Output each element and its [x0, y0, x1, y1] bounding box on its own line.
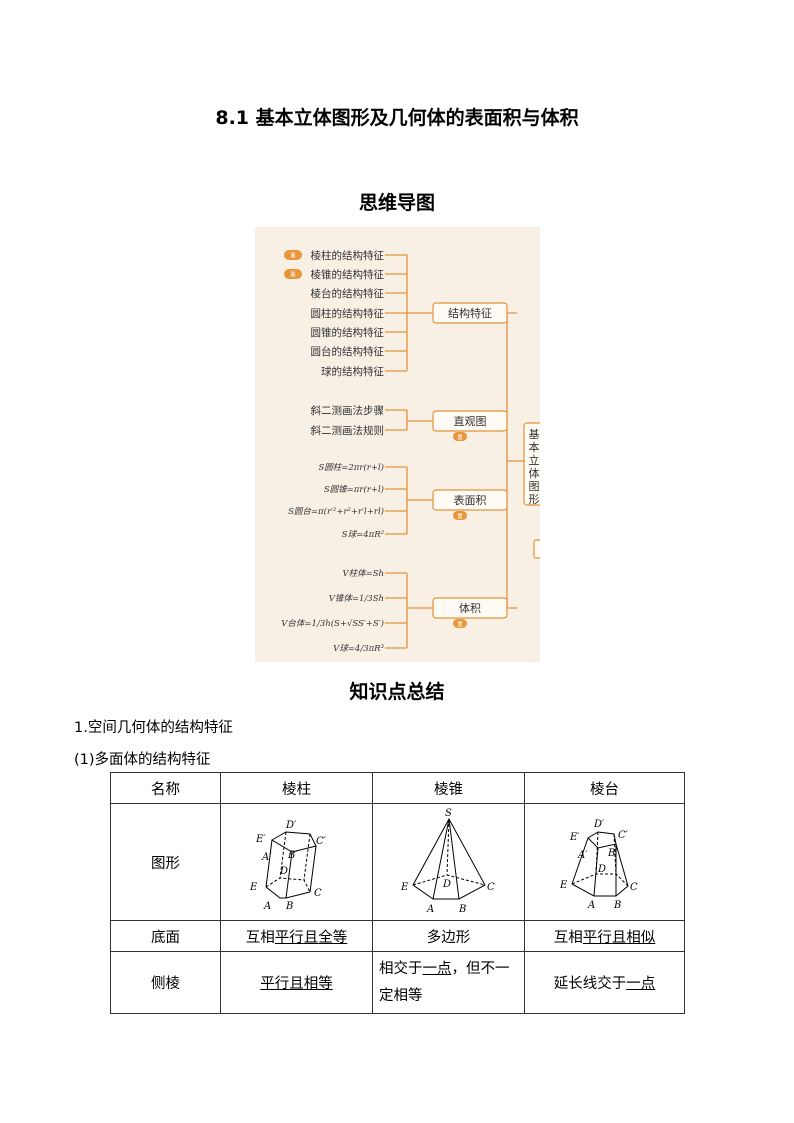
- vertex-label: B: [458, 904, 466, 915]
- polyhedron-table: 名称 棱柱 棱锥 棱台 图形 E′ D′ C′ A′: [110, 772, 685, 1014]
- frustum-figure: E′ D′ C′ A′ B′ D E C A B: [559, 819, 638, 911]
- vertex-label: D′: [285, 820, 297, 831]
- section-heading: 1.空间几何体的结构特征: [74, 720, 233, 736]
- mindmap-formula: S圆台=π(r′²+r²+r′l+rl): [288, 506, 384, 517]
- mindmap-leaf: 球的结构特征: [321, 365, 384, 378]
- prism-base-cell: 互相平行且全等: [220, 920, 373, 952]
- mindmap-heading: 思维导图: [358, 192, 435, 214]
- mindmap-leaf: 圆柱的结构特征: [311, 307, 385, 320]
- svg-text:图: 图: [529, 480, 540, 493]
- pyramid-figure-cell: S E D C A B: [372, 803, 525, 921]
- badge-text: 重: [457, 620, 463, 628]
- row-label: 底面: [110, 920, 221, 952]
- header-cell: 棱柱: [220, 772, 373, 804]
- vertex-label: D: [442, 879, 451, 890]
- knowledge-heading: 知识点总结: [349, 681, 445, 703]
- mindmap-formula: S圆柱=2πr(r+l): [318, 462, 384, 473]
- vertex-label: B′: [287, 850, 298, 861]
- prism-figure: E′ D′ C′ A′ B′ D E C A B: [249, 820, 327, 912]
- pyramid-figure: S E D C A B: [400, 808, 495, 915]
- badge-text: 重: [457, 433, 463, 441]
- mindmap-formula: S圆锥=πr(r+l): [324, 484, 384, 495]
- mindmap-leaf: 圆台的结构特征: [311, 345, 385, 358]
- mindmap-leaf: 圆锥的结构特征: [311, 326, 385, 339]
- mindmap-formula: V柱体=Sh: [342, 568, 384, 579]
- mindmap-leaf: 棱柱的结构特征: [311, 249, 385, 262]
- vertex-label: E: [400, 882, 409, 893]
- svg-text:体: 体: [529, 466, 540, 480]
- table-row-figure: 图形 E′ D′ C′ A′ B′ D E: [110, 803, 685, 921]
- vertex-label: A: [263, 901, 271, 912]
- mindmap-category: 体积: [459, 601, 481, 615]
- mindmap-diagram: 重 重 重 重 重 结构特征 直观图 表面积 体积 基本立 体图形 棱柱的结构特…: [255, 227, 540, 662]
- vertex-label: C′: [316, 836, 327, 847]
- vertex-label: D: [279, 866, 288, 877]
- table-row-base: 底面 互相平行且全等 多边形 互相平行且相似: [110, 920, 685, 952]
- vertex-label: A′: [261, 852, 272, 863]
- vertex-label: E′: [255, 834, 266, 845]
- badge-text: 重: [290, 271, 296, 279]
- vertex-label: A: [587, 900, 595, 911]
- badge-text: 重: [457, 512, 463, 520]
- pyramid-base-cell: 多边形: [372, 920, 525, 952]
- vertex-label: C: [487, 882, 495, 893]
- svg-text:基: 基: [529, 428, 540, 441]
- mindmap-leaf: 棱锥的结构特征: [311, 268, 385, 281]
- subsection-heading: (1)多面体的结构特征: [74, 752, 211, 768]
- frustum-figure-cell: E′ D′ C′ A′ B′ D E C A B: [524, 803, 685, 921]
- vertex-label: C′: [618, 830, 629, 841]
- header-cell: 名称: [110, 772, 221, 804]
- vertex-label: C: [314, 888, 322, 899]
- document-title: 8.1 基本立体图形及几何体的表面积与体积: [215, 107, 579, 129]
- header-cell: 棱锥: [372, 772, 525, 804]
- vertex-label: D: [597, 864, 606, 875]
- vertex-label: S: [445, 808, 452, 819]
- table-row-edge: 侧棱 平行且相等 相交于一点，但不一定相等 延长线交于一点: [110, 951, 685, 1014]
- frustum-edge-cell: 延长线交于一点: [524, 951, 685, 1014]
- mindmap-category: 表面积: [454, 493, 487, 507]
- row-label: 图形: [110, 803, 221, 921]
- mindmap-formula: S球=4πR²: [342, 529, 385, 540]
- badge-text: 重: [290, 252, 296, 260]
- svg-text:本: 本: [529, 440, 540, 454]
- mindmap-formula: V台体=1/3h(S+√SS′+S′): [281, 618, 384, 629]
- svg-text:形: 形: [529, 493, 540, 506]
- vertex-label: E: [249, 882, 258, 893]
- mindmap-formula: V锥体=1/3Sh: [329, 593, 384, 604]
- vertex-label: C: [630, 882, 638, 893]
- mindmap-formula: V球=4/3πR³: [333, 643, 384, 654]
- frustum-base-cell: 互相平行且相似: [524, 920, 685, 952]
- prism-edge-cell: 平行且相等: [220, 951, 373, 1014]
- mindmap-category: 直观图: [454, 414, 487, 428]
- vertex-label: A′: [577, 850, 588, 861]
- vertex-label: D′: [593, 819, 605, 830]
- header-cell: 棱台: [524, 772, 685, 804]
- vertex-label: E: [559, 880, 568, 891]
- row-label: 侧棱: [110, 951, 221, 1014]
- svg-text:立: 立: [529, 453, 540, 467]
- pyramid-edge-cell: 相交于一点，但不一定相等: [372, 951, 525, 1014]
- mindmap-leaf: 棱台的结构特征: [311, 287, 385, 300]
- mindmap-leaf: 斜二测画法规则: [311, 424, 385, 437]
- prism-figure-cell: E′ D′ C′ A′ B′ D E C A B: [220, 803, 373, 921]
- vertex-label: E′: [569, 832, 580, 843]
- mindmap-leaf: 斜二测画法步骤: [311, 404, 385, 417]
- mindmap-category: 结构特征: [448, 306, 492, 320]
- vertex-label: B′: [607, 848, 618, 859]
- vertex-label: B: [613, 900, 621, 911]
- vertex-label: B: [285, 901, 293, 912]
- table-header-row: 名称 棱柱 棱锥 棱台: [110, 772, 685, 804]
- vertex-label: A: [426, 904, 434, 915]
